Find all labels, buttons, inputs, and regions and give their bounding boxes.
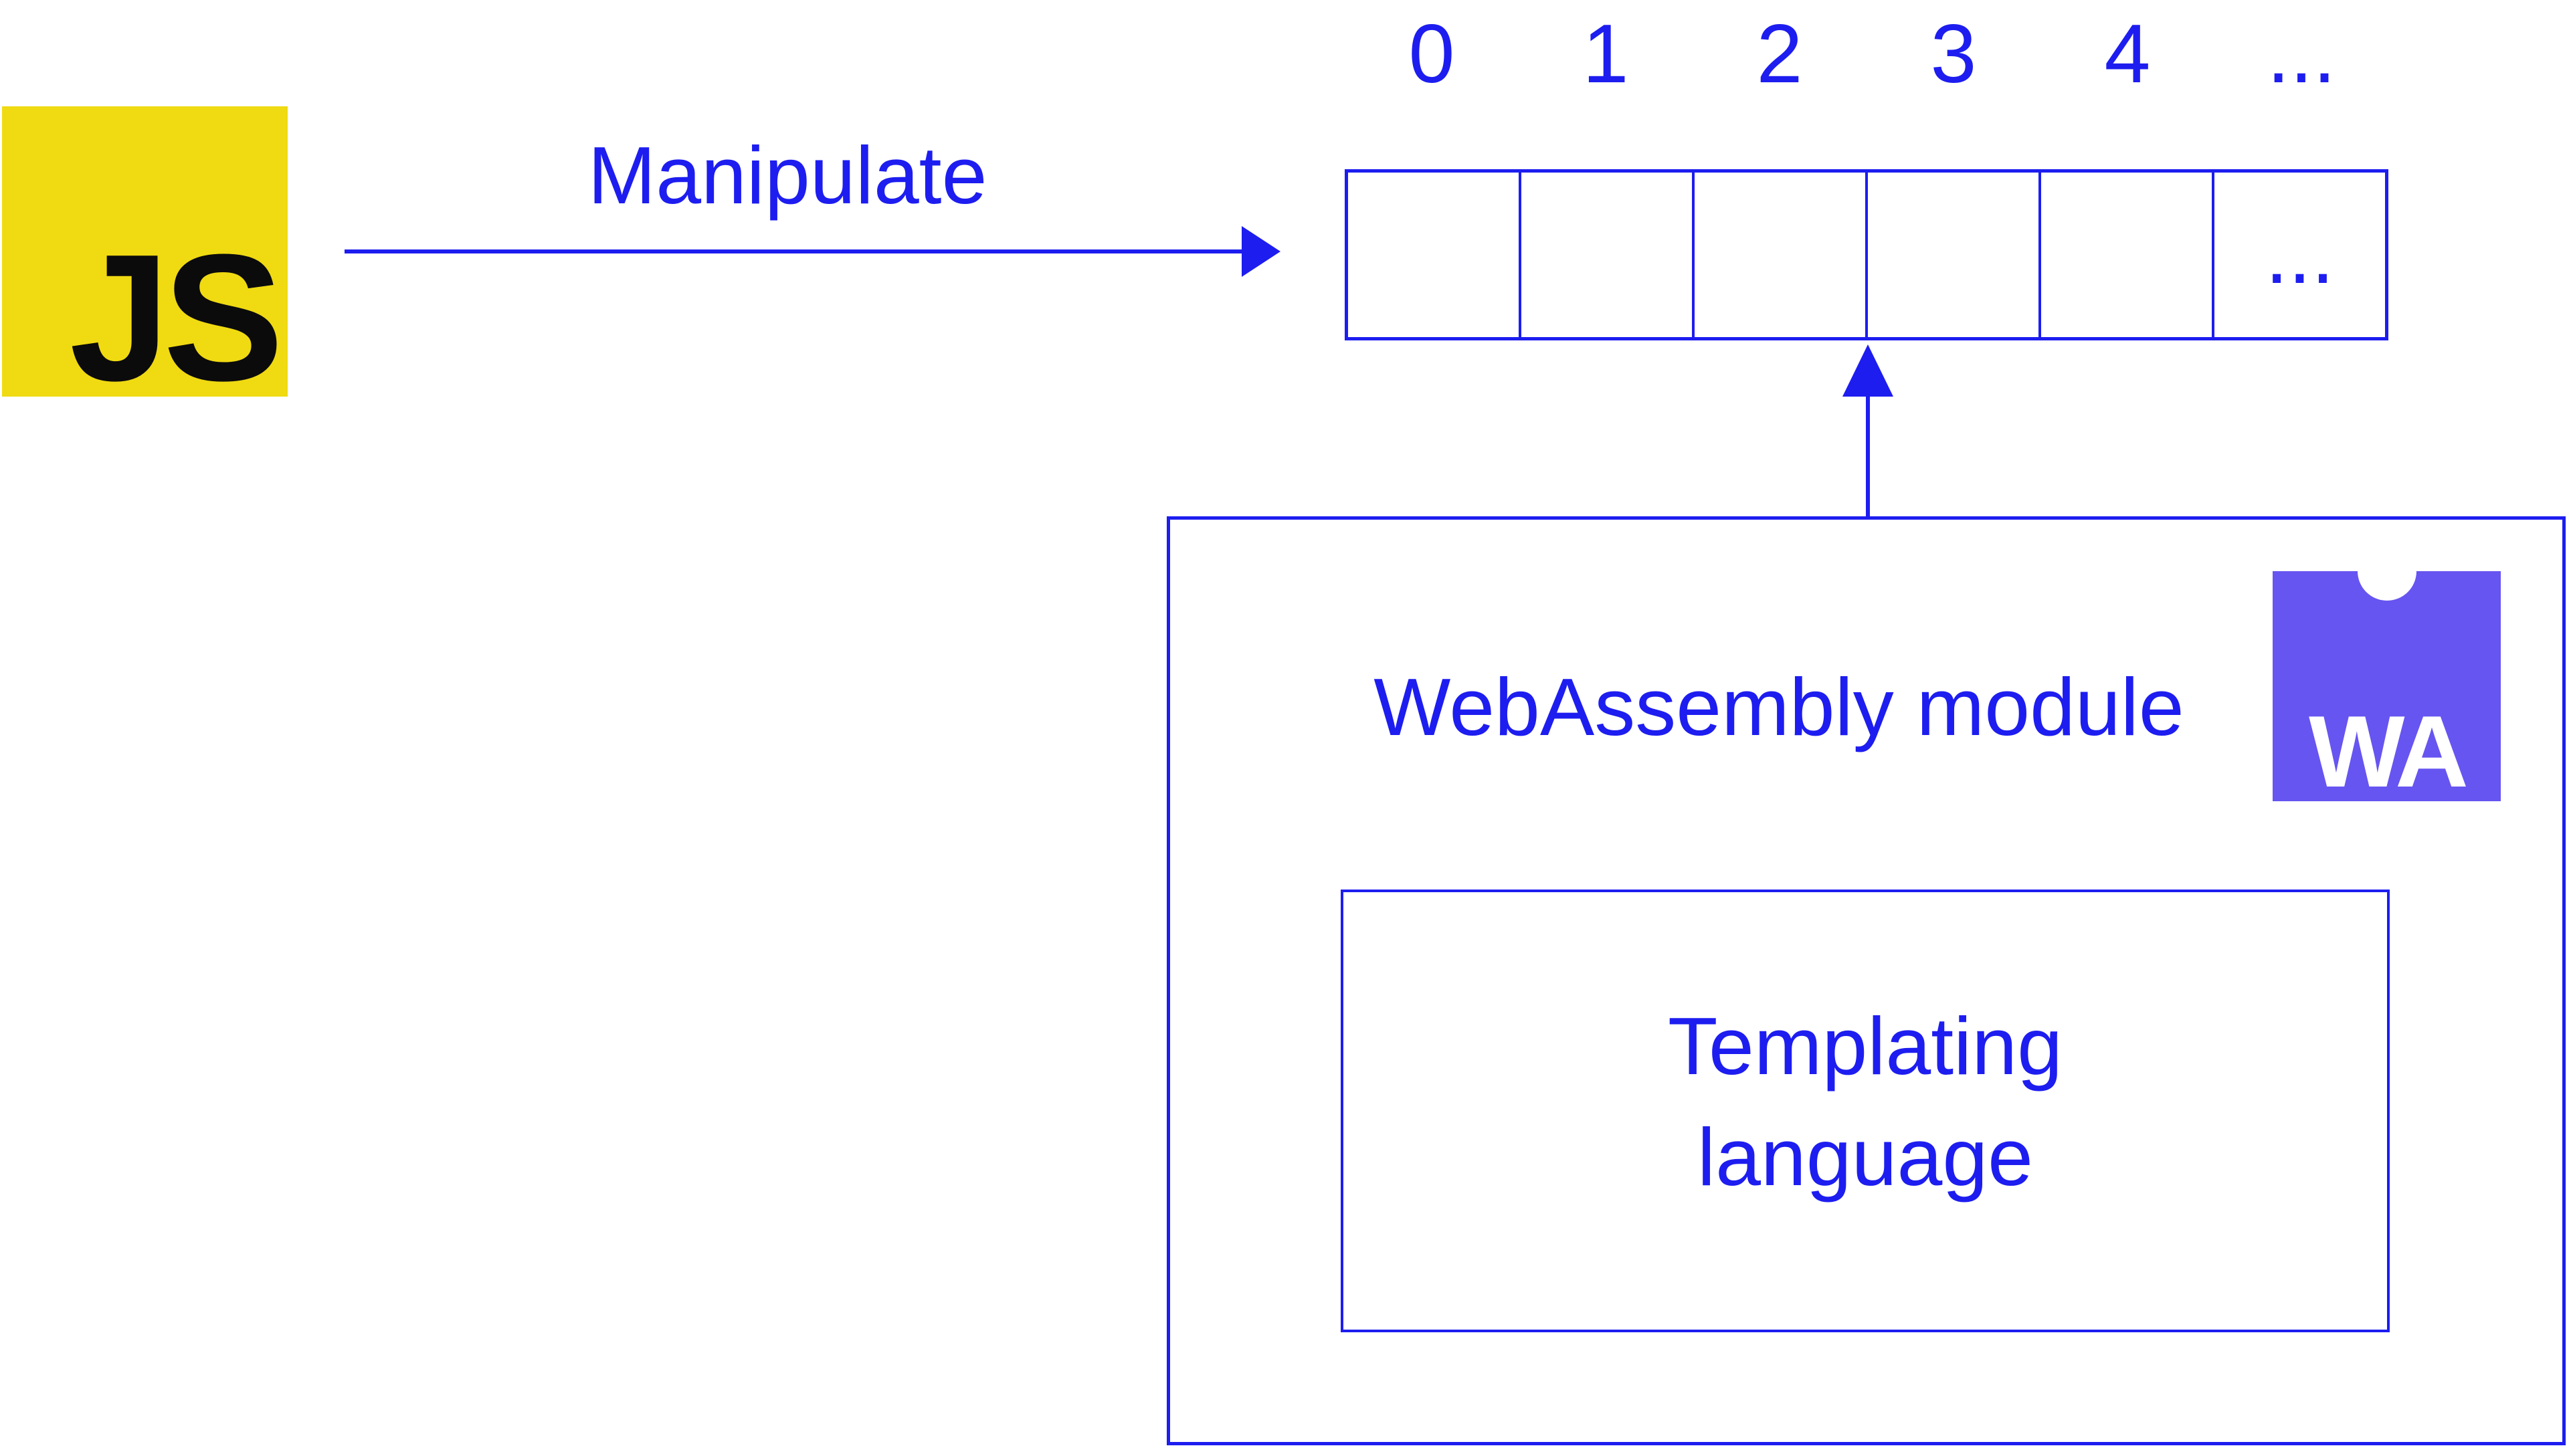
js-logo: JS bbox=[2, 106, 288, 419]
manipulate-label: Manipulate bbox=[587, 130, 987, 221]
memory-cell-2 bbox=[1695, 173, 1868, 337]
manipulate-arrow-line bbox=[345, 249, 1243, 253]
webassembly-logo-notch bbox=[2357, 542, 2416, 601]
memory-index-ellipsis: ... bbox=[2267, 8, 2336, 100]
templating-language-box: Templating language bbox=[1341, 890, 2390, 1332]
memory-cell-0 bbox=[1348, 173, 1521, 337]
templating-line-1: Templating bbox=[1668, 1001, 2063, 1091]
wasm-module-box: WebAssembly module WA Templating languag… bbox=[1167, 516, 2566, 1445]
memory-index-2: 2 bbox=[1756, 8, 1803, 100]
memory-cell-ellipsis: ... bbox=[2265, 209, 2335, 301]
webassembly-logo-icon: WA bbox=[2273, 542, 2501, 809]
js-logo-label: JS bbox=[69, 217, 284, 419]
memory-array: ... bbox=[1345, 169, 2388, 340]
templating-line-2: language bbox=[1697, 1112, 2034, 1203]
module-write-arrow-head-icon bbox=[1842, 344, 1893, 397]
memory-index-3: 3 bbox=[1930, 8, 1977, 100]
module-write-arrow-line bbox=[1866, 395, 1870, 516]
wasm-module-title: WebAssembly module bbox=[1373, 661, 2184, 752]
memory-cell-1 bbox=[1521, 173, 1695, 337]
memory-cell-3 bbox=[1868, 173, 2041, 337]
memory-index-row: 0 1 2 3 4 ... bbox=[1345, 7, 2388, 102]
memory-index-0: 0 bbox=[1408, 8, 1455, 100]
memory-index-1: 1 bbox=[1582, 8, 1629, 100]
memory-index-4: 4 bbox=[2104, 8, 2151, 100]
memory-cell-4 bbox=[2041, 173, 2214, 337]
webassembly-logo-label: WA bbox=[2309, 695, 2469, 809]
manipulate-arrow-head-icon bbox=[1242, 226, 1280, 277]
